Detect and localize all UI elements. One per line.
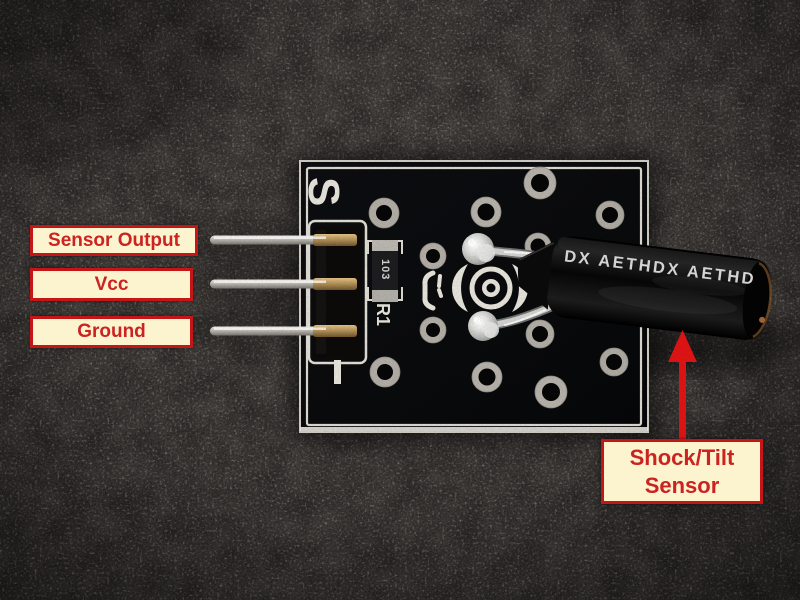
label-sensor-output-text: Sensor Output — [48, 229, 180, 251]
label-shock-tilt-sensor: Shock/Tilt Sensor — [601, 439, 763, 504]
label-shock-line1: Shock/Tilt — [629, 445, 735, 470]
label-ground: Ground — [30, 316, 193, 348]
label-ground-text: Ground — [77, 321, 146, 342]
label-vcc: Vcc — [30, 268, 193, 301]
label-shock-line2: Sensor — [644, 472, 720, 498]
label-vcc-text: Vcc — [94, 273, 129, 295]
label-sensor-output: Sensor Output — [30, 225, 198, 256]
